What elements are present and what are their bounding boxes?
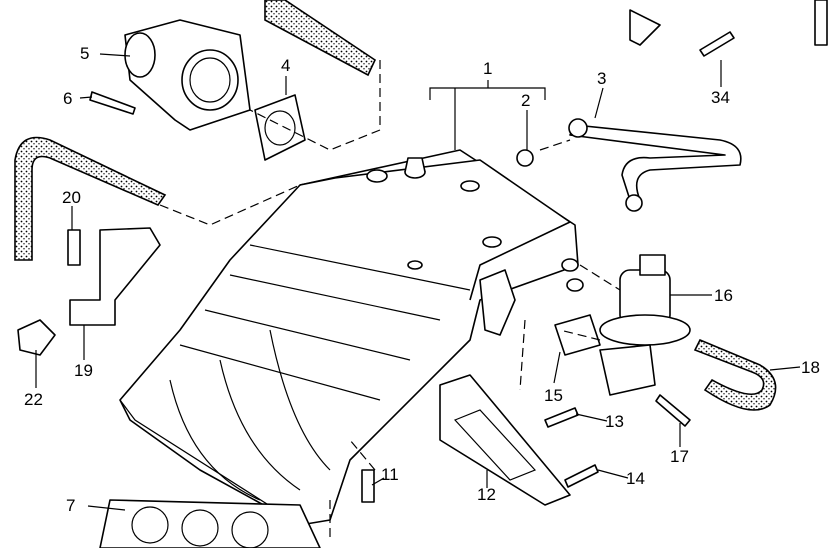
callout-17: 17	[670, 447, 689, 466]
gasket-7	[99, 499, 321, 548]
pipe-3	[569, 124, 742, 206]
intake-manifold	[119, 149, 584, 526]
rod-top	[814, 0, 828, 46]
callout-4: 4	[281, 56, 291, 75]
bolt-14	[564, 464, 599, 488]
callout-3: 3	[597, 69, 607, 88]
bolt-13	[544, 407, 579, 428]
callout-2: 2	[521, 91, 531, 110]
callout-19: 19	[74, 361, 93, 380]
callout-14: 14	[626, 469, 645, 488]
bolt-20	[67, 229, 81, 266]
throttle-gasket	[254, 94, 306, 161]
callout-1: 1	[483, 59, 493, 78]
callout-34: 34	[711, 88, 730, 107]
callout-11: 11	[381, 465, 399, 484]
hose-left	[14, 136, 167, 261]
callout-20: 20	[62, 188, 81, 207]
callout-16: 16	[714, 286, 733, 305]
bracket-19	[69, 227, 161, 326]
bolt-6	[89, 91, 136, 115]
hose-top	[264, 0, 377, 77]
egr-valve	[599, 254, 691, 396]
clip-top	[629, 9, 661, 46]
bolt-17	[655, 394, 691, 427]
bolt-34	[699, 31, 735, 57]
callout-13: 13	[605, 412, 624, 431]
callout-12: 12	[477, 485, 496, 504]
fitting-2	[516, 149, 534, 167]
leader-lines	[35, 53, 801, 511]
union-nut-3	[568, 118, 588, 138]
callout-15: 15	[544, 386, 563, 405]
gasket-15	[554, 314, 601, 356]
callout-7: 7	[66, 496, 76, 515]
gasket-12	[439, 374, 571, 506]
callout-6: 6	[63, 89, 73, 108]
bolt-11	[361, 469, 375, 503]
hose-18	[693, 338, 777, 411]
throttle-body	[124, 19, 251, 131]
callout-18: 18	[801, 358, 820, 377]
nut-3b	[625, 194, 643, 212]
callout-22: 22	[24, 390, 43, 409]
callout-5: 5	[80, 44, 90, 63]
clip-22	[17, 319, 56, 356]
